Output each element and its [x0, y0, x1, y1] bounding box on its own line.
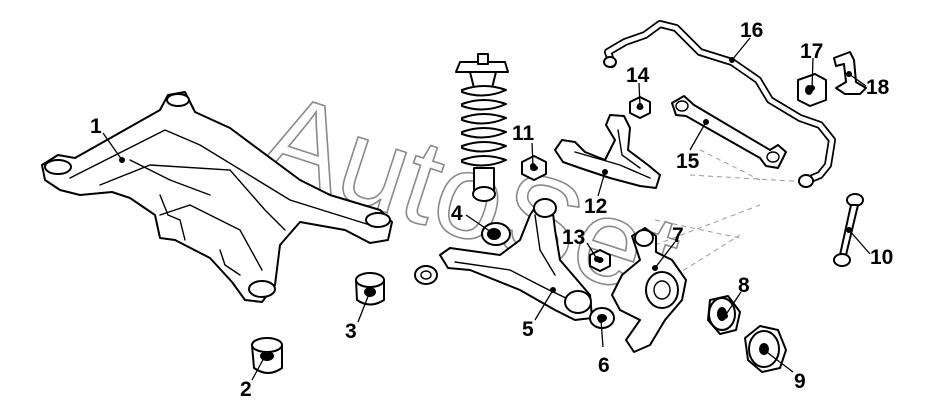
callout-10: 10: [870, 246, 893, 269]
callout-17: 17: [800, 40, 823, 63]
callout-labels: 1 2 3 4 5 6 7 8 9 10 11 12 13 14 15 16 1…: [90, 19, 893, 401]
part-upper-control-arm: [554, 114, 661, 189]
part-mount: [414, 265, 438, 285]
callout-6: 6: [598, 354, 610, 377]
callout-16: 16: [740, 19, 763, 42]
callout-2: 2: [240, 378, 252, 401]
callout-9: 9: [794, 370, 806, 393]
part-wheel-carrier: [611, 227, 687, 353]
callout-15: 15: [676, 150, 700, 173]
alignment-lines: [654, 149, 809, 281]
callout-5: 5: [522, 318, 534, 341]
part-bushing-3: [355, 272, 385, 306]
part-shock-absorber: [455, 53, 509, 202]
leader-lines: [102, 37, 871, 381]
part-subframe: [41, 91, 393, 303]
callout-14: 14: [626, 64, 650, 87]
callout-11: 11: [512, 122, 535, 145]
callout-13: 13: [562, 226, 585, 249]
part-stabilizer-bar: [603, 20, 836, 188]
callout-8: 8: [738, 274, 750, 297]
callout-1: 1: [90, 115, 102, 138]
callout-3: 3: [345, 320, 357, 343]
part-lateral-link: [671, 95, 787, 169]
callout-7: 7: [672, 224, 684, 247]
part-bushing-4: [481, 222, 511, 246]
callout-12: 12: [584, 195, 607, 218]
callout-4: 4: [451, 202, 463, 225]
callout-18: 18: [866, 76, 890, 99]
